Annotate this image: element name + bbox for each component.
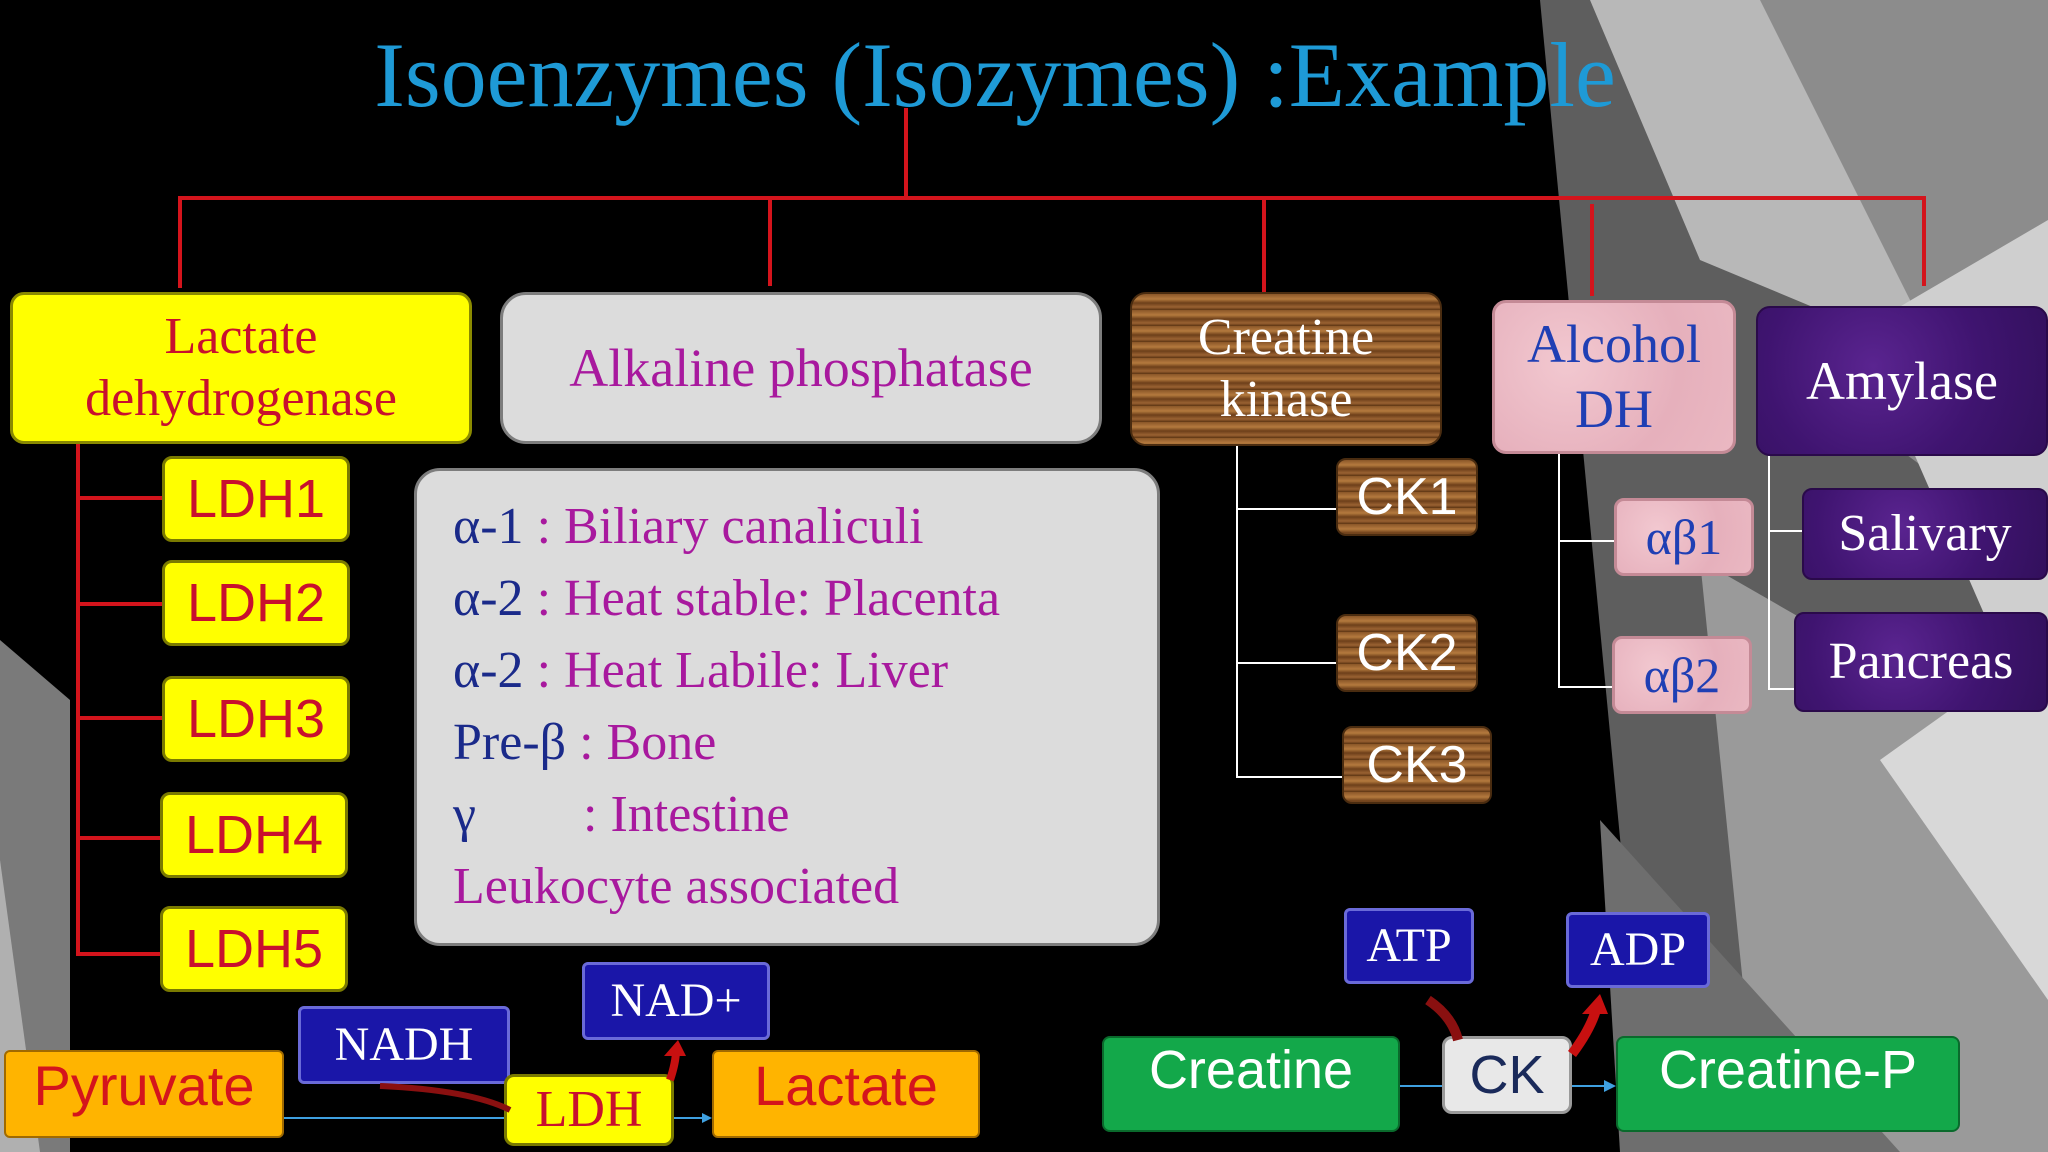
isozyme-pancreas: Pancreas <box>1794 612 2048 712</box>
adh2-branch <box>1558 686 1614 688</box>
cofactor-adp: ADP <box>1566 912 1710 988</box>
alp-isozyme-name: α-1 <box>453 498 524 555</box>
ldh1-branch <box>76 496 164 500</box>
alp-isozyme-desc: Leukocyte associated <box>453 858 900 915</box>
alp-isozyme-name: γ <box>453 786 476 843</box>
alp-isozyme-desc: Intestine <box>610 786 790 843</box>
amylase-trunk-line <box>1768 456 1770 690</box>
amylase-connector <box>1922 196 1926 286</box>
alp-separator: : <box>536 642 552 699</box>
ck3-branch <box>1236 776 1342 778</box>
pancreas-branch <box>1768 688 1798 690</box>
ldh-trunk-line <box>76 444 80 956</box>
ldh4-branch <box>76 836 162 840</box>
alp-connector <box>768 196 772 286</box>
ck-trunk-line <box>1236 446 1238 778</box>
alp-isozyme-name: α-2 <box>453 642 524 699</box>
reaction-product-lactate: Lactate <box>712 1050 980 1138</box>
alp-separator: : <box>579 714 594 771</box>
adh-connector <box>1590 204 1594 296</box>
isozyme-ck2: CK2 <box>1336 614 1478 692</box>
ldh3-branch <box>76 716 164 720</box>
category-label: Lactate dehydrogenase <box>85 307 397 427</box>
category-alcohol-dh: Alcohol DH <box>1492 300 1736 454</box>
alp-isozyme-desc: Bone <box>606 714 717 771</box>
category-connector-bar <box>178 196 1926 200</box>
alp-isozyme-row: Leukocyte associated <box>453 851 1157 923</box>
slide-title: Isoenzymes (Isozymes) :Example <box>374 24 1616 126</box>
isozyme-ck1: CK1 <box>1336 458 1478 536</box>
alp-isozyme-list: α-1 : Biliary canaliculi α-2 : Heat stab… <box>414 468 1160 946</box>
alp-isozyme-name: Pre-β <box>453 714 567 771</box>
alp-isozyme-name: α-2 <box>453 570 524 627</box>
reaction-substrate-pyruvate: Pyruvate <box>4 1050 284 1138</box>
category-label: Alcohol DH <box>1527 314 1701 439</box>
ldh5-branch <box>76 952 162 956</box>
isozyme-adh-ab2: αβ2 <box>1612 636 1752 714</box>
alp-separator: : <box>536 498 552 555</box>
alp-separator: : <box>583 786 598 843</box>
isozyme-ldh2: LDH2 <box>162 560 350 646</box>
alp-isozyme-row: α-1 : Biliary canaliculi <box>453 491 1157 563</box>
ck-connector <box>1262 200 1266 292</box>
adh1-branch <box>1558 540 1618 542</box>
salivary-branch <box>1768 530 1804 532</box>
cofactor-nadh: NADH <box>298 1006 510 1084</box>
cofactor-nad-plus: NAD+ <box>582 962 770 1040</box>
isozyme-ldh3: LDH3 <box>162 676 350 762</box>
alp-separator: : <box>536 570 552 627</box>
ldh-connector <box>178 196 182 288</box>
alp-isozyme-desc: Biliary canaliculi <box>564 498 924 555</box>
ck2-branch <box>1236 662 1336 664</box>
ldh2-branch <box>76 602 164 606</box>
ck1-branch <box>1236 508 1336 510</box>
adh-trunk-line <box>1558 454 1560 688</box>
isozyme-salivary: Salivary <box>1802 488 2048 580</box>
alp-isozyme-row: α-2 : Heat Labile: Liver <box>453 635 1157 707</box>
category-lactate-dehydrogenase: Lactate dehydrogenase <box>10 292 472 444</box>
alp-isozyme-desc: Heat Labile: Liver <box>564 642 949 699</box>
title-connector <box>904 108 908 198</box>
cofactor-atp: ATP <box>1344 908 1474 984</box>
category-amylase: Amylase <box>1756 306 2048 456</box>
category-label: Creatine kinase <box>1197 308 1375 428</box>
enzyme-ck: CK <box>1442 1036 1572 1114</box>
isozyme-ck3: CK3 <box>1342 726 1492 804</box>
isozyme-ldh1: LDH1 <box>162 456 350 542</box>
alp-isozyme-row: Pre-β : Bone <box>453 707 1157 779</box>
alp-isozyme-row: γ: Intestine <box>453 779 1157 851</box>
reaction-substrate-creatine: Creatine <box>1102 1036 1400 1132</box>
alp-isozyme-row: α-2 : Heat stable: Placenta <box>453 563 1157 635</box>
reaction-product-creatine-p: Creatine-P <box>1616 1036 1960 1132</box>
isozyme-ldh4: LDH4 <box>160 792 348 878</box>
isozyme-adh-ab1: αβ1 <box>1614 498 1754 576</box>
category-creatine-kinase: Creatine kinase <box>1130 292 1442 446</box>
alp-isozyme-desc: Heat stable: Placenta <box>564 570 1001 627</box>
isozyme-ldh5: LDH5 <box>160 906 348 992</box>
enzyme-ldh: LDH <box>504 1074 674 1146</box>
category-alkaline-phosphatase: Alkaline phosphatase <box>500 292 1102 444</box>
